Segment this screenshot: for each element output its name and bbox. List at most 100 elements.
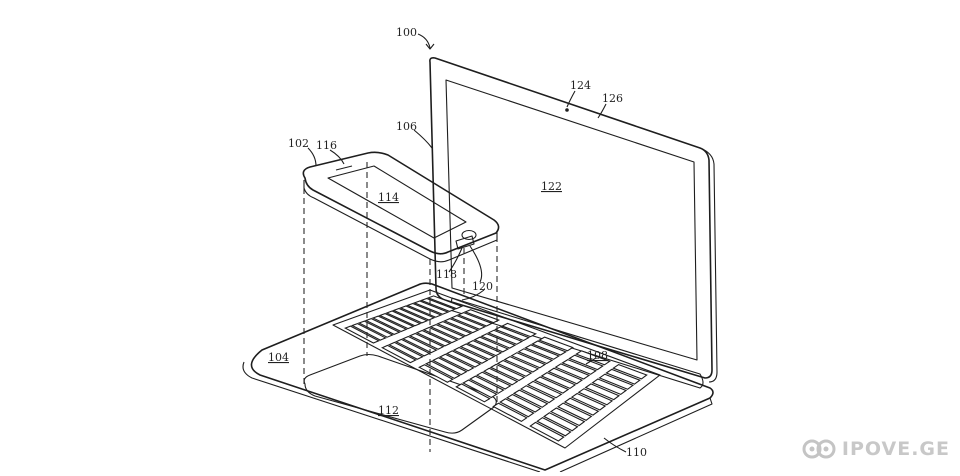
keyboard-key xyxy=(505,393,542,413)
laptop-screen-outline xyxy=(445,79,698,361)
keyboard-key xyxy=(540,371,577,390)
keyboard-key xyxy=(418,364,454,383)
keyboard-key xyxy=(480,333,517,349)
keyboard-key xyxy=(459,343,496,361)
keyboard-key xyxy=(455,383,491,403)
keyboard-key xyxy=(533,376,570,394)
keyboard-key xyxy=(450,315,487,330)
keyboard-key xyxy=(561,358,598,375)
keyboard-key xyxy=(456,312,494,327)
label-116: 116 xyxy=(316,139,337,152)
keyboard-key xyxy=(512,389,549,408)
keyboard-key xyxy=(584,383,621,401)
keyboard-key xyxy=(499,398,535,418)
home-button-icon xyxy=(461,229,477,241)
keyboard-key xyxy=(401,335,438,354)
keyboard-key xyxy=(473,336,510,353)
label-124: 124 xyxy=(570,79,591,92)
owl-eyes-icon xyxy=(802,439,836,459)
keyboard-key xyxy=(605,368,641,385)
keyboard-key xyxy=(429,324,466,340)
label-112: 112 xyxy=(378,404,399,417)
keyboard-key xyxy=(406,302,443,318)
keyboard-key xyxy=(392,307,429,324)
keyboard-key xyxy=(385,310,422,327)
keyboard-key xyxy=(482,367,519,386)
keyboard-key xyxy=(547,367,584,385)
keyboard-key xyxy=(549,407,586,427)
keyboard-key xyxy=(568,354,604,371)
keyboard-key xyxy=(570,392,607,411)
keyboard-key xyxy=(536,416,572,437)
smartphone xyxy=(302,151,500,263)
keyboard-key xyxy=(412,300,450,315)
label-110: 110 xyxy=(626,446,647,459)
keyboard-key xyxy=(575,350,611,366)
keyboard-keys xyxy=(343,295,648,442)
speaker-icon xyxy=(335,165,353,171)
connector-icon xyxy=(455,235,475,250)
keyboard-key xyxy=(492,402,528,423)
keyboard-key xyxy=(538,336,574,352)
phone-recess-outline xyxy=(303,353,497,434)
keyboard-key xyxy=(445,350,482,368)
hinge xyxy=(449,297,704,389)
label-104: 104 xyxy=(268,351,289,364)
keyboard-key xyxy=(463,309,501,324)
keyboard-key xyxy=(496,359,533,377)
keyboard-key xyxy=(531,340,568,356)
label-108: 108 xyxy=(587,349,608,362)
keyboard-key xyxy=(519,385,556,404)
keyboard-key xyxy=(399,305,436,321)
keyboard-key xyxy=(529,421,565,442)
keyboard-key xyxy=(612,363,648,380)
keyboard-area xyxy=(332,289,661,449)
watermark-text: IPOVE.GE xyxy=(841,438,950,460)
keyboard-key xyxy=(591,378,628,396)
laptop-base xyxy=(242,282,714,473)
keyboard-key xyxy=(438,353,475,372)
keyboard-key xyxy=(526,380,563,399)
keyboard-key xyxy=(577,388,614,406)
keyboard-key xyxy=(487,329,524,345)
keyboard-key xyxy=(364,318,401,336)
keyboard-key xyxy=(343,325,380,344)
keyboard-key xyxy=(452,346,489,364)
keyboard-key xyxy=(563,397,600,416)
label-120: 120 xyxy=(472,280,493,293)
keyboard-key xyxy=(524,344,561,360)
laptop-lid xyxy=(429,57,718,383)
keyboard-key xyxy=(554,363,591,380)
label-114: 114 xyxy=(378,191,399,204)
keyboard-key xyxy=(475,371,512,390)
keyboard-key xyxy=(556,402,593,421)
keyboard-key xyxy=(462,379,498,399)
keyboard-key xyxy=(468,375,505,394)
keyboard-key xyxy=(415,329,452,347)
label-106: 106 xyxy=(396,120,417,133)
label-126: 126 xyxy=(602,92,623,105)
keyboard-key xyxy=(381,344,417,364)
keyboard-key xyxy=(443,318,480,334)
phone-screen-outline xyxy=(327,165,467,239)
keyboard-key xyxy=(408,332,445,350)
label-122: 122 xyxy=(541,180,562,193)
watermark: IPOVE.GE xyxy=(802,438,950,460)
projection-lines xyxy=(303,162,498,452)
camera-icon xyxy=(565,108,569,112)
keyboard-key xyxy=(503,355,540,373)
keyboard-key xyxy=(436,321,473,337)
keyboard-key xyxy=(489,363,526,382)
keyboard-key xyxy=(387,341,424,360)
keyboard-key xyxy=(598,373,635,390)
keyboard-key xyxy=(350,323,387,341)
label-102: 102 xyxy=(288,137,309,150)
leader-lines xyxy=(307,33,627,453)
keyboard-key xyxy=(510,352,547,369)
keyboard-key xyxy=(466,339,503,357)
keyboard-key xyxy=(500,322,538,338)
label-100: 100 xyxy=(396,26,417,39)
keyboard-key xyxy=(431,357,468,376)
